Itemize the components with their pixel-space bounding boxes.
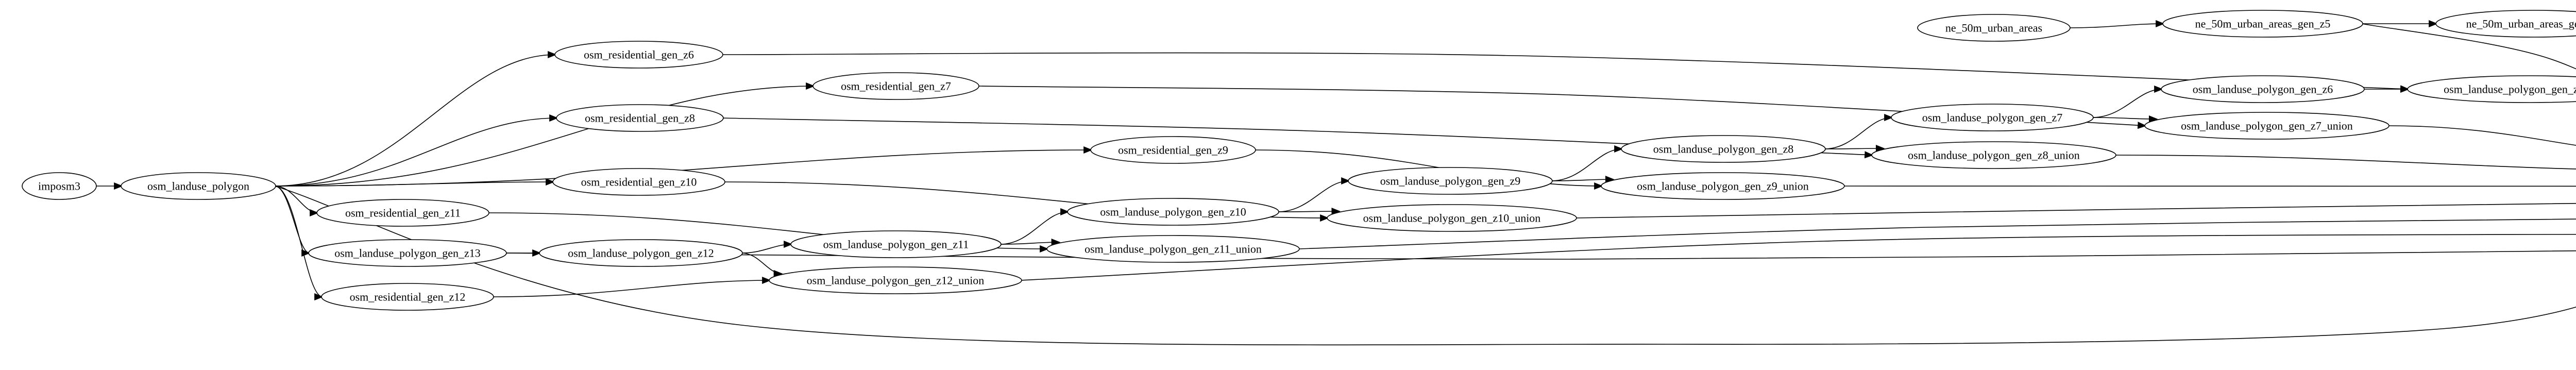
node-osm_landuse_polygon_gen_z6: osm_landuse_polygon_gen_z6	[2161, 76, 2364, 103]
edge-osm_landuse_polygon_gen_z10_union-to-layer_landuse-z10	[1575, 202, 2576, 218]
node-label-osm_landuse_polygon_gen_z12_union: osm_landuse_polygon_gen_z12_union	[807, 274, 985, 287]
edge-osm_landuse_polygon_gen_z11-to-osm_landuse_polygon_gen_z10	[1000, 212, 1069, 244]
node-label-osm_landuse_polygon_gen_z12: osm_landuse_polygon_gen_z12	[568, 246, 714, 259]
etl-graph-canvas: imposm3 osm_landuse_polygon osm_residentia…	[21, 8, 2576, 370]
node-osm_residential_gen_z10: osm_residential_gen_z10	[553, 169, 725, 195]
node-label-osm_residential_gen_z10: osm_residential_gen_z10	[581, 175, 697, 188]
node-osm_landuse_polygon_gen_z10: osm_landuse_polygon_gen_z10	[1067, 198, 1279, 225]
node-label-osm_landuse_polygon: osm_landuse_polygon	[147, 179, 249, 192]
node-label-osm_landuse_polygon_gen_z8: osm_landuse_polygon_gen_z8	[1653, 142, 1794, 155]
edge-osm_landuse_polygon_gen_z10-to-osm_landuse_polygon_gen_z9	[1278, 181, 1349, 212]
node-osm_residential_gen_z8: osm_residential_gen_z8	[556, 105, 723, 131]
node-osm_landuse_polygon_gen_z9_union: osm_landuse_polygon_gen_z9_union	[1601, 173, 1844, 199]
edge-osm_landuse_polygon_gen_z7-to-osm_landuse_polygon_gen_z6	[2092, 89, 2162, 117]
node-label-osm_landuse_polygon_gen_z10_union: osm_landuse_polygon_gen_z10_union	[1363, 211, 1541, 224]
node-osm_residential_gen_z6: osm_residential_gen_z6	[555, 41, 723, 68]
node-label-osm_landuse_polygon_gen_z6: osm_landuse_polygon_gen_z6	[2193, 82, 2333, 95]
node-osm_landuse_polygon_gen_z8: osm_landuse_polygon_gen_z8	[1621, 136, 1825, 162]
node-label-osm_landuse_polygon_gen_z13: osm_landuse_polygon_gen_z13	[334, 246, 481, 259]
node-osm_landuse_polygon: osm_landuse_polygon	[121, 173, 276, 199]
node-label-osm_landuse_polygon_gen_z9_union: osm_landuse_polygon_gen_z9_union	[1637, 179, 1809, 192]
node-label-osm_landuse_polygon_gen_z10: osm_landuse_polygon_gen_z10	[1100, 205, 1246, 218]
edge-ne_50m_urban_areas_gen_z5-to-layer_landuse-z5	[2362, 24, 2576, 123]
node-osm_landuse_polygon_gen_z9: osm_landuse_polygon_gen_z9	[1348, 167, 1552, 194]
node-osm_landuse_polygon_gen_z12: osm_landuse_polygon_gen_z12	[539, 240, 742, 266]
node-label-osm_residential_gen_z9: osm_residential_gen_z9	[1118, 143, 1228, 156]
node-osm_landuse_polygon_gen_z11: osm_landuse_polygon_gen_z11	[791, 231, 1001, 258]
node-osm_landuse_polygon_gen_z7: osm_landuse_polygon_gen_z7	[1891, 104, 2093, 131]
node-imposm3: imposm3	[22, 173, 96, 199]
node-label-osm_landuse_polygon_gen_z11: osm_landuse_polygon_gen_z11	[823, 238, 969, 250]
node-osm_landuse_polygon_gen_z11_union: osm_landuse_polygon_gen_z11_union	[1047, 236, 1299, 262]
node-ne_50m_urban_areas: ne_50m_urban_areas	[1918, 14, 2070, 41]
edge-osm_landuse_polygon_gen_z7_union-to-layer_landuse-z7	[2388, 126, 2576, 155]
node-label-osm_residential_gen_z11: osm_residential_gen_z11	[345, 206, 461, 219]
node-label-osm_landuse_polygon_gen_z7: osm_landuse_polygon_gen_z7	[1922, 111, 2063, 124]
edge-osm_landuse_polygon-to-osm_residential_gen_z12	[275, 186, 323, 297]
node-ne_50m_urban_areas_gen_z5: ne_50m_urban_areas_gen_z5	[2163, 10, 2363, 37]
edge-osm_landuse_polygon_gen_z9-to-osm_landuse_polygon_gen_z8	[1551, 149, 1622, 181]
node-label-ne_50m_urban_areas: ne_50m_urban_areas	[1945, 21, 2042, 34]
edge-osm_landuse_polygon_gen_z12-to-osm_landuse_polygon_gen_z12_union	[741, 253, 782, 274]
landuse-etl-diagram: imposm3 osm_landuse_polygon osm_residentia…	[21, 8, 2576, 370]
node-label-osm_landuse_polygon_gen_z6_union: osm_landuse_polygon_gen_z6_union	[2444, 82, 2576, 95]
node-osm_landuse_polygon_gen_z6_union: osm_landuse_polygon_gen_z6_union	[2408, 76, 2576, 103]
edge-ne_50m_urban_areas-to-ne_50m_urban_areas_gen_z5	[2069, 24, 2164, 28]
edge-osm_residential_gen_z12-to-osm_landuse_polygon_gen_z12_union	[493, 280, 770, 297]
node-osm_landuse_polygon_gen_z13: osm_landuse_polygon_gen_z13	[309, 240, 506, 266]
node-label-osm_residential_gen_z12: osm_residential_gen_z12	[350, 290, 466, 303]
node-label-ne_50m_urban_areas_gen_z5: ne_50m_urban_areas_gen_z5	[2195, 17, 2331, 30]
node-osm_residential_gen_z12: osm_residential_gen_z12	[321, 283, 494, 310]
node-osm_residential_gen_z9: osm_residential_gen_z9	[1091, 137, 1256, 163]
edge-osm_landuse_polygon-to-osm_residential_gen_z10	[275, 182, 554, 186]
edge-osm_landuse_polygon_gen_z12-to-osm_landuse_polygon_gen_z11	[741, 244, 792, 253]
node-label-osm_landuse_polygon_gen_z7_union: osm_landuse_polygon_gen_z7_union	[2181, 119, 2353, 132]
edge-osm_landuse_polygon_gen_z8_union-to-layer_landuse-z8	[2115, 155, 2576, 171]
node-osm_landuse_polygon_gen_z12_union: osm_landuse_polygon_gen_z12_union	[769, 267, 1022, 294]
node-label-osm_landuse_polygon_gen_z8_union: osm_landuse_polygon_gen_z8_union	[1908, 148, 2080, 161]
edge-osm_landuse_polygon_gen_z10-to-osm_landuse_polygon_gen_z10_union	[1278, 211, 1340, 212]
node-osm_residential_gen_z11: osm_residential_gen_z11	[317, 199, 489, 226]
edge-osm_landuse_polygon_gen_z7-to-osm_landuse_polygon_gen_z7_union	[2092, 117, 2157, 119]
node-label-imposm3: imposm3	[38, 179, 80, 192]
node-ne_50m_urban_areas_gen_z4: ne_50m_urban_areas_gen_z4	[2436, 10, 2576, 37]
node-osm_landuse_polygon_gen_z8_union: osm_landuse_polygon_gen_z8_union	[1872, 142, 2116, 169]
node-osm_residential_gen_z7: osm_residential_gen_z7	[813, 73, 979, 99]
node-label-osm_landuse_polygon_gen_z11_union: osm_landuse_polygon_gen_z11_union	[1084, 242, 1262, 255]
edge-osm_landuse_polygon_gen_z8-to-osm_landuse_polygon_gen_z7	[1824, 117, 1892, 149]
node-osm_landuse_polygon_gen_z10_union: osm_landuse_polygon_gen_z10_union	[1327, 205, 1577, 231]
node-osm_landuse_polygon_gen_z7_union: osm_landuse_polygon_gen_z7_union	[2145, 112, 2389, 139]
node-label-osm_residential_gen_z7: osm_residential_gen_z7	[841, 79, 951, 92]
edge-osm_landuse_polygon-to-osm_residential_gen_z7	[275, 86, 814, 186]
node-label-osm_residential_gen_z6: osm_residential_gen_z6	[584, 48, 694, 61]
node-label-osm_landuse_polygon_gen_z9: osm_landuse_polygon_gen_z9	[1380, 174, 1521, 187]
node-label-osm_residential_gen_z8: osm_residential_gen_z8	[585, 111, 695, 124]
node-label-ne_50m_urban_areas_gen_z4: ne_50m_urban_areas_gen_z4	[2466, 17, 2576, 30]
edge-osm_landuse_polygon_gen_z8-to-osm_landuse_polygon_gen_z8_union	[1824, 148, 1884, 149]
edge-osm_landuse_polygon-to-osm_residential_gen_z6	[275, 55, 556, 186]
